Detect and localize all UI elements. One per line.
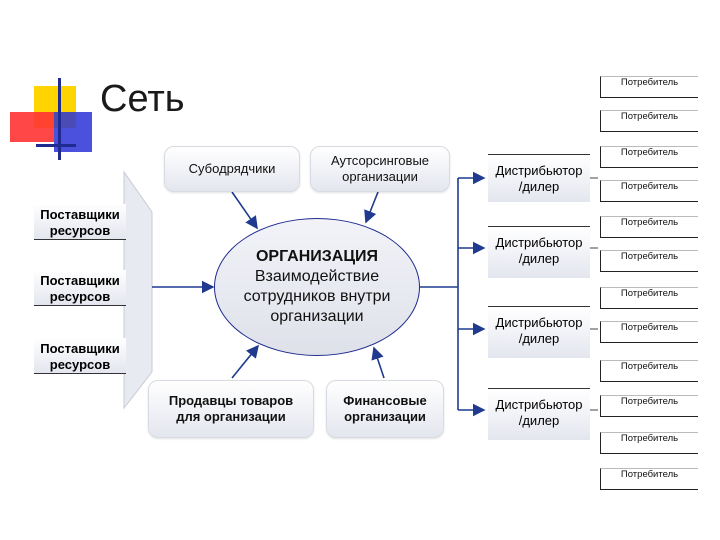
subcontractors-box: Субодрядчики [164, 146, 300, 192]
consumer-label: Потребитель [620, 111, 679, 122]
organization-ellipse: ОРГАНИЗАЦИЯ Взаимодействие сотрудников в… [214, 218, 420, 356]
consumer-label: Потребитель [620, 251, 679, 262]
arrow-sellers-to-org [231, 344, 260, 379]
supplier-3-line1: Поставщики [40, 341, 120, 356]
consumer-label: Потребитель [620, 396, 679, 407]
consumer-box: Потребитель [600, 76, 698, 98]
decor-horizontal-line [36, 144, 76, 147]
supplier-2-line2: ресурсов [49, 289, 111, 304]
consumer-box: Потребитель [600, 250, 698, 272]
supplier-2-line1: Поставщики [40, 273, 120, 288]
supplier-3-line2: ресурсов [49, 357, 111, 372]
consumer-box: Потребитель [600, 216, 698, 238]
distributor-box-1: Дистрибьютор /дилер [488, 154, 590, 202]
decor-red-square [10, 112, 54, 142]
arrow-subcontractors-to-org [231, 191, 258, 230]
supplier-box-2: Поставщики ресурсов [34, 270, 126, 306]
consumer-box: Потребитель [600, 432, 698, 454]
slide-title: Сеть [100, 78, 185, 120]
financial-label-line1: Финансовые [343, 393, 427, 408]
consumer-label: Потребитель [620, 217, 679, 228]
consumer-label: Потребитель [620, 181, 679, 192]
consumer-label: Потребитель [620, 433, 679, 444]
arrow-financial-to-org [371, 346, 385, 379]
arrow-outsourcing-to-org [364, 191, 379, 224]
suppliers-chevron [123, 170, 153, 410]
organization-line3: сотрудников внутри [243, 288, 391, 305]
sellers-box: Продавцы товаров для организации [148, 380, 314, 438]
consumer-box: Потребитель [600, 146, 698, 168]
decor-vertical-line [58, 78, 61, 160]
consumer-label: Потребитель [620, 469, 679, 480]
consumer-label: Потребитель [620, 77, 679, 88]
organization-line2: Взаимодействие [254, 268, 380, 285]
distributor-1-line1: Дистрибьютор [495, 163, 583, 178]
consumer-box: Потребитель [600, 395, 698, 417]
supplier-1-line1: Поставщики [40, 207, 120, 222]
consumer-label: Потребитель [620, 361, 679, 372]
consumer-box: Потребитель [600, 321, 698, 343]
financial-box: Финансовые организации [326, 380, 444, 438]
financial-label-line2: организации [344, 409, 426, 424]
outsourcing-label-line2: организации [342, 169, 418, 184]
distributor-4-line2: /дилер [518, 413, 560, 428]
subcontractors-label: Субодрядчики [188, 161, 276, 176]
consumer-box: Потребитель [600, 287, 698, 309]
supplier-box-1: Поставщики ресурсов [34, 204, 126, 240]
outsourcing-label-line1: Аутсорсинговые [330, 153, 430, 168]
distributor-1-line2: /дилер [518, 179, 560, 194]
distributor-box-2: Дистрибьютор /дилер [488, 226, 590, 278]
distributor-box-3: Дистрибьютор /дилер [488, 306, 590, 358]
distributor-4-line1: Дистрибьютор [495, 397, 583, 412]
consumer-label: Потребитель [620, 147, 679, 158]
distributor-3-line1: Дистрибьютор [495, 315, 583, 330]
consumer-label: Потребитель [620, 288, 679, 299]
supplier-1-line2: ресурсов [49, 223, 111, 238]
sellers-label-line1: Продавцы товаров [168, 393, 294, 408]
distributor-2-line2: /дилер [518, 251, 560, 266]
consumer-label: Потребитель [620, 322, 679, 333]
distributor-2-line1: Дистрибьютор [495, 235, 583, 250]
sellers-label-line2: для организации [176, 409, 286, 424]
distributor-box-4: Дистрибьютор /дилер [488, 388, 590, 440]
organization-line4: организации [270, 308, 364, 325]
organization-title: ОРГАНИЗАЦИЯ [255, 248, 379, 265]
consumer-box: Потребитель [600, 468, 698, 490]
outsourcing-box: Аутсорсинговые организации [310, 146, 450, 192]
consumer-box: Потребитель [600, 180, 698, 202]
consumer-box: Потребитель [600, 110, 698, 132]
supplier-box-3: Поставщики ресурсов [34, 338, 126, 374]
consumer-box: Потребитель [600, 360, 698, 382]
distributor-3-line2: /дилер [518, 331, 560, 346]
